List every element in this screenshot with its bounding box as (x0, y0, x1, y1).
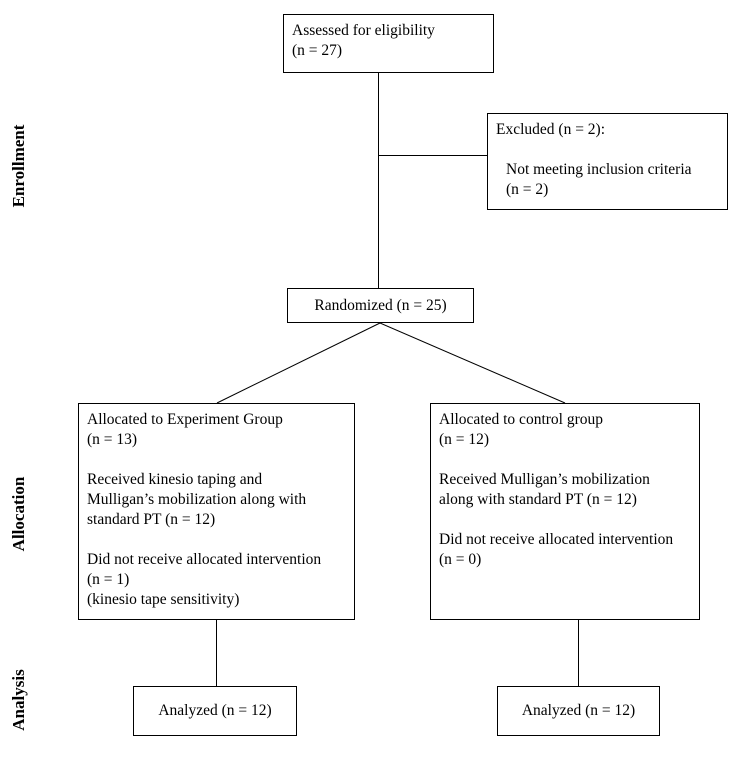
experiment-received-line-2: Mulligan’s mobilization along with (87, 491, 307, 508)
control-received-line-1: Received Mulligan’s mobilization (439, 471, 650, 488)
stage-label-allocation: Allocation (9, 476, 28, 552)
experiment-received-line-3: standard PT (n = 12) (87, 511, 216, 528)
analyzed-experiment-box: Analyzed (n = 12) (133, 686, 297, 736)
analyzed-control-box: Analyzed (n = 12) (497, 686, 660, 736)
stage-label-analysis: Analysis (9, 669, 28, 731)
randomized-text: Randomized (n = 25) (314, 296, 447, 314)
experiment-title-line: Allocated to Experiment Group (87, 411, 283, 428)
experiment-not-received-line: Did not receive allocated intervention (87, 551, 322, 568)
excluded-title-line: Excluded (n = 2): (496, 121, 606, 138)
control-not-received-count-line: (n = 0) (439, 551, 482, 568)
analyzed-control-text: Analyzed (n = 12) (521, 702, 636, 719)
connector-randomized-to-experiment (216, 322, 381, 404)
control-received-line-2: along with standard PT (n = 12) (439, 491, 637, 508)
experiment-count-line: (n = 13) (87, 431, 138, 448)
assessed-count-line: (n = 27) (292, 42, 343, 59)
experiment-received-line-1: Received kinesio taping and (87, 471, 263, 488)
control-blank-line-2 (439, 510, 691, 530)
experiment-reason-line: (kinesio tape sensitivity) (87, 591, 240, 608)
excluded-box: Excluded (n = 2): Not meeting inclusion … (487, 113, 728, 210)
control-not-received-line: Did not receive allocated intervention (439, 531, 674, 548)
control-count-line: (n = 12) (439, 431, 490, 448)
control-title-line: Allocated to control group (439, 411, 603, 428)
stage-label-enrollment: Enrollment (9, 124, 28, 208)
assessed-text-line: Assessed for eligibility (292, 22, 435, 39)
connector-randomized-to-control (379, 322, 566, 404)
excluded-blank-line (496, 140, 719, 160)
control-blank-line (439, 450, 691, 470)
experiment-blank-line-2 (87, 530, 346, 550)
excluded-reason-count-line: (n = 2) (506, 181, 549, 198)
experiment-group-box: Allocated to Experiment Group (n = 13) R… (78, 403, 355, 620)
excluded-reason-line: Not meeting inclusion criteria (506, 161, 692, 178)
assessed-eligibility-box: Assessed for eligibility (n = 27) (283, 14, 494, 73)
experiment-blank-line (87, 450, 346, 470)
randomized-box: Randomized (n = 25) (287, 288, 474, 323)
analyzed-experiment-text: Analyzed (n = 12) (158, 702, 272, 719)
control-group-box: Allocated to control group (n = 12) Rece… (430, 403, 700, 620)
experiment-not-received-count-line: (n = 1) (87, 571, 130, 588)
